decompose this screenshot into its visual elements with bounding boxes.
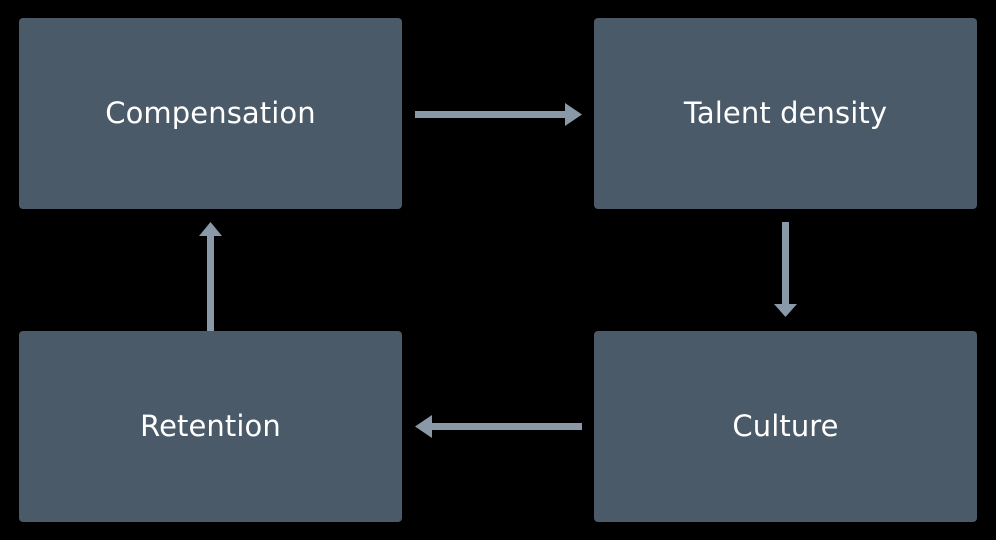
node-retention-label: Retention bbox=[140, 409, 281, 443]
node-compensation-label: Compensation bbox=[105, 96, 316, 130]
node-talent-density[interactable]: Talent density bbox=[594, 18, 977, 209]
edge-compensation-talent-density bbox=[415, 103, 582, 126]
edge-retention-compensation bbox=[199, 222, 222, 331]
edge-talent-density-culture bbox=[774, 222, 797, 317]
node-talent-density-label: Talent density bbox=[683, 96, 888, 130]
node-compensation[interactable]: Compensation bbox=[19, 18, 402, 209]
node-retention[interactable]: Retention bbox=[19, 331, 402, 522]
node-culture[interactable]: Culture bbox=[594, 331, 977, 522]
node-culture-label: Culture bbox=[732, 409, 839, 443]
edge-culture-retention bbox=[415, 415, 582, 438]
